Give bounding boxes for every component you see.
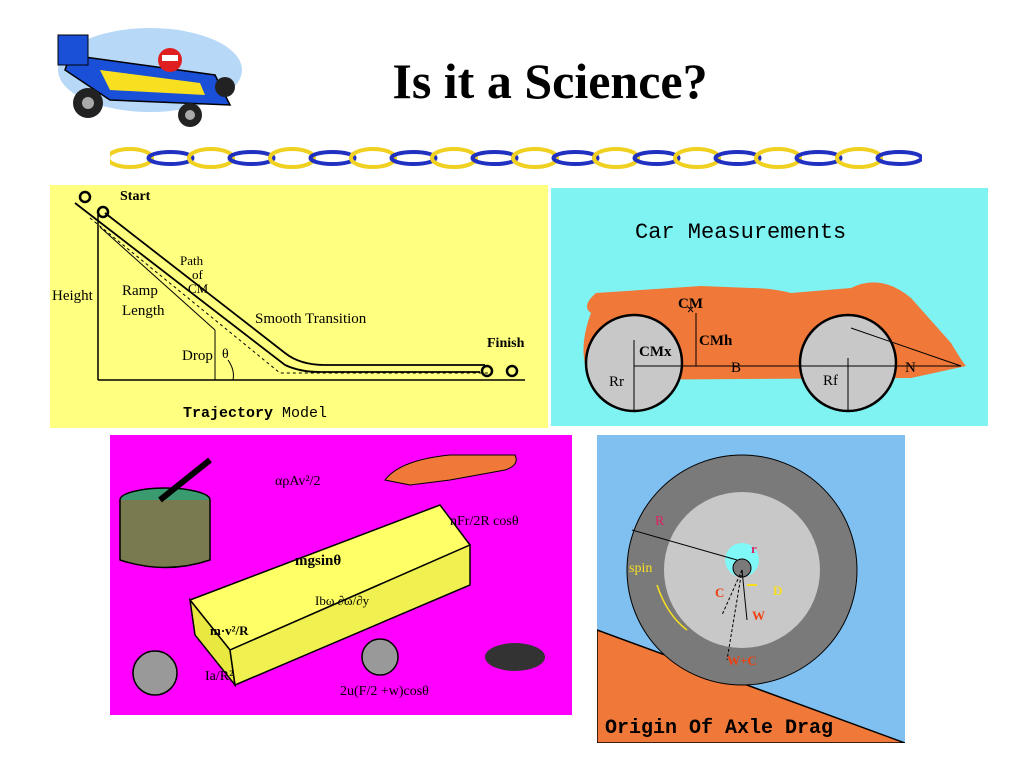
label-spin: spin	[629, 561, 652, 576]
label-cm-top: CM	[678, 296, 703, 312]
chain-link	[106, 147, 154, 169]
label-drop: Drop	[182, 348, 213, 364]
label-theta: θ	[222, 347, 229, 362]
force-wheel: nFr/2R cosθ	[450, 514, 519, 529]
label-r-small: r	[751, 541, 757, 556]
label-c: C	[715, 585, 724, 600]
label-rr: Rr	[609, 374, 624, 390]
chain-link	[632, 150, 681, 166]
axle-drag-panel: R r spin C D W W+C Origin Of Axle Drag	[597, 435, 905, 743]
chain-divider	[106, 146, 924, 170]
force-gravity: mgsinθ	[295, 553, 341, 569]
label-length: Length	[122, 303, 165, 319]
label-d: D	[773, 583, 782, 598]
label-smooth-transition: Smooth Transition	[255, 311, 367, 327]
chain-link	[146, 150, 195, 166]
chain-link	[389, 150, 438, 166]
label-cmx: CMx	[639, 344, 672, 360]
wheel-mid	[361, 638, 399, 676]
axle	[732, 558, 752, 578]
trajectory-model-panel: Start Path of CM Height Ramp Length Smoo…	[50, 185, 548, 428]
label-r-big: R	[655, 514, 665, 529]
chain-link	[551, 150, 600, 166]
wheel-left	[132, 650, 178, 696]
chain-link	[470, 150, 519, 166]
label-ramp: Ramp	[122, 283, 158, 299]
chain-link	[713, 150, 762, 166]
label-of: of	[192, 267, 204, 282]
chain-link	[430, 147, 478, 169]
chain-link	[349, 147, 397, 169]
chain-link	[308, 150, 357, 166]
force-friction: 2u(F/2 +w)cosθ	[340, 684, 429, 699]
axle-caption: Origin Of Axle Drag	[605, 717, 833, 740]
car-measurements-title: Car Measurements	[635, 220, 846, 245]
wood-block	[384, 454, 517, 486]
label-cmh: CMh	[699, 333, 733, 349]
label-b: B	[731, 360, 741, 376]
chain-link	[511, 147, 559, 169]
label-w: W	[752, 608, 765, 623]
chain-link	[794, 150, 843, 166]
chain-link	[592, 147, 640, 169]
chain-link	[227, 150, 276, 166]
label-wc: W+C	[727, 653, 757, 668]
label-finish: Finish	[487, 336, 525, 351]
slide-title: Is it a Science?	[392, 53, 708, 109]
label-path: Path	[180, 253, 204, 268]
label-start: Start	[120, 189, 151, 204]
chain-link	[187, 147, 235, 169]
chain-link	[673, 147, 721, 169]
race-car-clipart	[40, 15, 250, 130]
chain-link	[875, 150, 924, 166]
panel-background	[50, 185, 548, 428]
label-cm: CM	[188, 281, 209, 296]
chain-link	[268, 147, 316, 169]
trajectory-caption: Trajectory Model	[183, 405, 327, 422]
chain-link	[754, 147, 802, 169]
label-rf: Rf	[823, 373, 838, 389]
wheel-flat	[485, 643, 545, 671]
cm-mark: ✕	[687, 303, 694, 317]
force-inertia: Ia/R²	[205, 669, 233, 684]
label-height: Height	[52, 288, 94, 304]
force-rot: Ibω ∂ω/∂y	[315, 593, 370, 608]
car-measurements-panel: Car Measurements ✕ CM CMh CMx B N Rr Rf	[551, 188, 988, 426]
force-curve: m·v²/R	[210, 623, 249, 638]
label-n: N	[905, 360, 916, 376]
paint-can	[119, 500, 211, 569]
forces-panel: αρAv²/2 nFr/2R cosθ mgsinθ Ibω ∂ω/∂y m·v…	[110, 435, 572, 715]
force-air: αρAv²/2	[275, 474, 320, 489]
chain-link	[835, 147, 883, 169]
